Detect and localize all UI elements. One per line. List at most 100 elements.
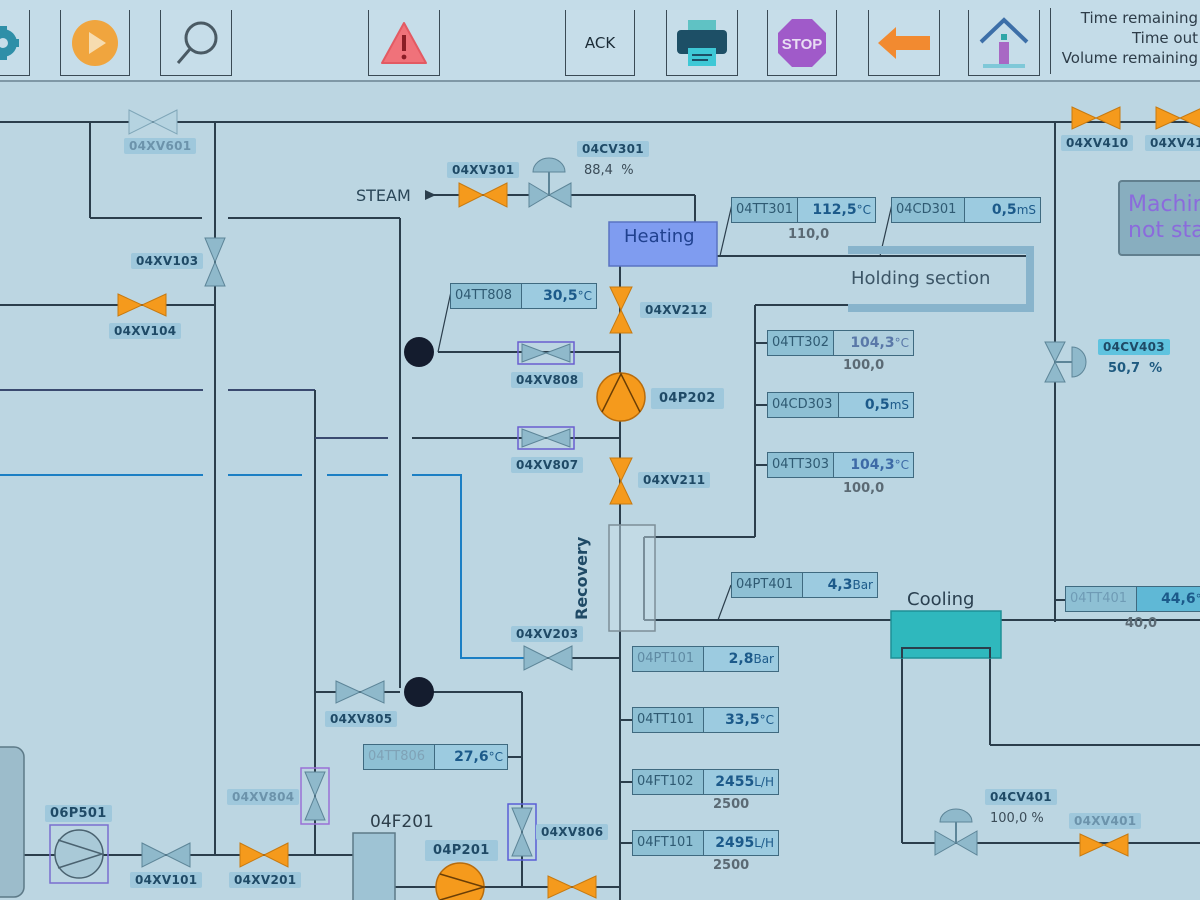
- start-button[interactable]: [60, 10, 130, 76]
- recovery-section: [608, 524, 656, 632]
- measurement-04TT401[interactable]: 04TT401 44,6°C: [1065, 586, 1200, 612]
- measurement-value: 33,5: [725, 712, 760, 728]
- control-valve-04CV301[interactable]: [528, 157, 572, 208]
- holding-section-label: Holding section: [851, 268, 991, 289]
- tag-04XV103[interactable]: 04XV103: [131, 253, 204, 269]
- control-valve-04CV401[interactable]: [934, 808, 978, 856]
- measurement-unit: °C: [894, 458, 909, 472]
- measurement-value: 44,6: [1161, 591, 1196, 607]
- measurement-04TT303[interactable]: 04TT303 104,3°C: [767, 452, 914, 478]
- tag-04XV808[interactable]: 04XV808: [511, 372, 584, 388]
- measurement-tag: 04TT401: [1066, 587, 1137, 611]
- measurement-04CD301[interactable]: 04CD301 0,5mS: [891, 197, 1041, 223]
- tag-04XV411[interactable]: 04XV41: [1145, 135, 1200, 151]
- settings-button[interactable]: [0, 10, 30, 76]
- tank-04F201[interactable]: [352, 832, 396, 900]
- tag-04XV203[interactable]: 04XV203: [511, 626, 584, 642]
- tag-04XV807[interactable]: 04XV807: [511, 457, 584, 473]
- tag-04XV805[interactable]: 04XV805: [325, 711, 398, 727]
- valve-04XV201[interactable]: [239, 842, 289, 868]
- valve-04XV808[interactable]: [517, 341, 575, 365]
- tag-04XV301[interactable]: 04XV301: [447, 162, 520, 178]
- heating-label: Heating: [624, 226, 695, 247]
- measurement-value: 104,3: [850, 457, 895, 473]
- tag-04P201[interactable]: 04P201: [425, 840, 498, 861]
- valve-04XV103[interactable]: [204, 237, 226, 287]
- tag-04XV410[interactable]: 04XV410: [1061, 135, 1134, 151]
- stop-label: STOP: [782, 36, 823, 53]
- tag-04XV211[interactable]: 04XV211: [638, 472, 711, 488]
- valve-04XV807[interactable]: [517, 426, 575, 450]
- status-panel: Time remaining Time out Volume remaining: [1050, 8, 1200, 74]
- valve-04XV601[interactable]: [128, 109, 178, 135]
- tag-04CV301[interactable]: 04CV301: [577, 141, 649, 157]
- pump-06P501[interactable]: [49, 824, 109, 884]
- ack-button[interactable]: ACK: [565, 10, 635, 76]
- measurement-tag: 04TT101: [633, 708, 704, 732]
- tank-left[interactable]: [0, 746, 25, 898]
- measurement-04TT302[interactable]: 04TT302 104,3°C: [767, 330, 914, 356]
- tag-04CV401[interactable]: 04CV401: [985, 789, 1057, 805]
- tag-04XV212[interactable]: 04XV212: [640, 302, 713, 318]
- tag-04XV201[interactable]: 04XV201: [229, 872, 302, 888]
- measurement-04FT102[interactable]: 04FT102 2455L/H: [632, 769, 779, 795]
- tag-04XV804[interactable]: 04XV804: [227, 789, 300, 805]
- valve-04XV401[interactable]: [1079, 833, 1129, 857]
- zoom-button[interactable]: [160, 10, 232, 76]
- measurement-04TT808[interactable]: 04TT808 30,5°C: [450, 283, 597, 309]
- valve-04XV203[interactable]: [523, 645, 573, 671]
- measurement-04TT101[interactable]: 04TT101 33,5°C: [632, 707, 779, 733]
- toolbar: ACK STOP Time remaining Time out Vo: [0, 0, 1200, 82]
- valve-04XV101[interactable]: [141, 842, 191, 868]
- home-icon: [979, 16, 1029, 68]
- measurement-value: 4,3: [827, 577, 853, 593]
- valve-04XV104[interactable]: [117, 293, 167, 317]
- valve-04XV-bottom[interactable]: [547, 875, 597, 899]
- measurement-04CD303[interactable]: 04CD303 0,5mS: [767, 392, 914, 418]
- valve-04XV806[interactable]: [507, 803, 537, 861]
- measurement-04PT101[interactable]: 04PT101 2,8Bar: [632, 646, 779, 672]
- valve-04XV805[interactable]: [335, 680, 385, 704]
- tag-04XV806[interactable]: 04XV806: [536, 824, 609, 840]
- time-remaining-label: Time remaining: [1080, 9, 1198, 27]
- measurement-tag: 04TT302: [768, 331, 835, 355]
- measurement-value: 2455: [715, 774, 755, 790]
- measurement-tag: 04CD301: [892, 198, 965, 222]
- valve-04XV212[interactable]: [609, 286, 633, 334]
- measurement-value: 104,3: [850, 335, 895, 351]
- pump-04P201[interactable]: [435, 862, 487, 900]
- tag-04XV101[interactable]: 04XV101: [130, 872, 203, 888]
- measurement-tag: 04FT102: [633, 770, 704, 794]
- cooling-label: Cooling: [907, 589, 975, 610]
- pump-04P202[interactable]: [596, 372, 646, 422]
- valve-04XV211[interactable]: [609, 457, 633, 505]
- measurement-04FT101[interactable]: 04FT101 2495L/H: [632, 830, 779, 856]
- valve-04XV301[interactable]: [458, 182, 508, 208]
- setpoint-04TT303: 100,0: [843, 481, 885, 496]
- measurement-04TT806[interactable]: 04TT806 27,6°C: [363, 744, 508, 770]
- valve-04XV411[interactable]: [1155, 106, 1200, 130]
- cv301-value: 88,4 %: [584, 163, 634, 178]
- tag-04XV104[interactable]: 04XV104: [109, 323, 182, 339]
- pipe: [901, 647, 991, 658]
- tag-04XV401[interactable]: 04XV401: [1069, 813, 1142, 829]
- alarm-button[interactable]: [368, 10, 440, 76]
- valve-04XV410[interactable]: [1071, 106, 1121, 130]
- home-button[interactable]: [968, 10, 1040, 76]
- tag-04XV601[interactable]: 04XV601: [124, 138, 197, 154]
- measurement-value: 30,5: [543, 288, 578, 304]
- tag-04CV403[interactable]: 04CV403: [1098, 339, 1170, 355]
- measurement-04TT301[interactable]: 04TT301 112,5°C: [731, 197, 876, 223]
- control-valve-04CV403[interactable]: [1044, 341, 1087, 383]
- measurement-tag: 04TT806: [364, 745, 435, 769]
- stop-button[interactable]: STOP: [767, 10, 837, 76]
- gear-icon: [0, 25, 19, 60]
- tag-06P501[interactable]: 06P501: [45, 805, 112, 822]
- leader-line: [717, 584, 732, 621]
- tag-04P202[interactable]: 04P202: [651, 388, 724, 409]
- measurement-04PT401[interactable]: 04PT401 4,3Bar: [731, 572, 878, 598]
- valve-04XV804[interactable]: [300, 767, 330, 825]
- print-button[interactable]: [666, 10, 738, 76]
- back-button[interactable]: [868, 10, 940, 76]
- measurement-tag: 04CD303: [768, 393, 839, 417]
